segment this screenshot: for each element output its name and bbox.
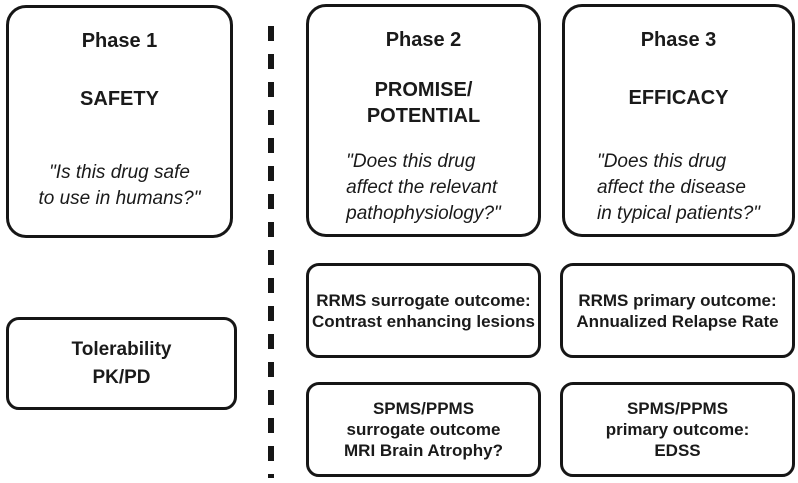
phase1-title: Phase 1: [81, 30, 158, 52]
phase2-box: Phase 2 PROMISE/ POTENTIAL "Does this dr…: [306, 4, 541, 237]
spms-surrogate-line2: surrogate outcome: [346, 420, 501, 439]
spms-primary-line3: EDSS: [654, 441, 701, 460]
spms-surrogate-line1: SPMS/PPMS: [372, 399, 475, 418]
phase1-quote: "Is this drug safe to use in humans?": [9, 160, 230, 212]
phase2-quote-line1: "Does this drug: [346, 151, 476, 172]
phase1-quote-line1: "Is this drug safe: [49, 162, 190, 183]
phase1-box: Phase 1 SAFETY "Is this drug safe to use…: [6, 5, 233, 238]
rrms-surrogate-line1: RRMS surrogate outcome:: [316, 290, 531, 310]
phase3-quote-line3: in typical patients?": [596, 203, 761, 224]
rrms-primary-outcome-box: RRMS primary outcome: Annualized Relapse…: [560, 263, 795, 358]
rrms-primary-line2: Annualized Relapse Rate: [576, 311, 779, 331]
spms-primary-outcome-box: SPMS/PPMS primary outcome: EDSS: [560, 382, 795, 477]
phase3-title: Phase 3: [640, 29, 717, 51]
phase3-box: Phase 3 EFFICACY "Does this drug affect …: [562, 4, 795, 237]
phase3-quote-line1: "Does this drug: [596, 151, 727, 172]
spms-surrogate-line3: MRI Brain Atrophy?: [344, 441, 503, 460]
phase2-quote-line2: affect the relevant: [346, 177, 498, 198]
rrms-primary-line1: RRMS primary outcome:: [578, 290, 777, 310]
rrms-surrogate-outcome-box: RRMS surrogate outcome: Contrast enhanci…: [306, 263, 541, 358]
tolerability-line1: Tolerability: [71, 338, 172, 360]
spms-primary-line1: SPMS/PPMS: [626, 399, 729, 418]
phase2-quote-line3: pathophysiology?": [346, 203, 501, 224]
phase1-quote-line2: to use in humans?": [38, 188, 201, 209]
phase2-subtitle: PROMISE/ POTENTIAL: [309, 77, 538, 129]
tolerability-box: Tolerability PK/PD: [6, 317, 237, 410]
spms-primary-line2: primary outcome:: [605, 420, 750, 439]
phase2-title: Phase 2: [385, 29, 462, 51]
phase2-quote: "Does this drug affect the relevant path…: [346, 149, 501, 227]
spms-surrogate-outcome-box: SPMS/PPMS surrogate outcome MRI Brain At…: [306, 382, 541, 477]
phase3-subtitle: EFFICACY: [628, 87, 729, 109]
phase2-subtitle-line2: POTENTIAL: [366, 105, 481, 127]
phase3-quote-line2: affect the disease: [596, 177, 746, 198]
phase2-subtitle-line1: PROMISE/: [374, 79, 473, 101]
rrms-surrogate-line2: Contrast enhancing lesions: [312, 311, 535, 331]
phase-separator-dashed-line: [268, 26, 274, 478]
tolerability-line2: PK/PD: [92, 366, 151, 388]
phase1-subtitle: SAFETY: [80, 88, 159, 110]
phase3-quote: "Does this drug affect the disease in ty…: [597, 149, 760, 227]
